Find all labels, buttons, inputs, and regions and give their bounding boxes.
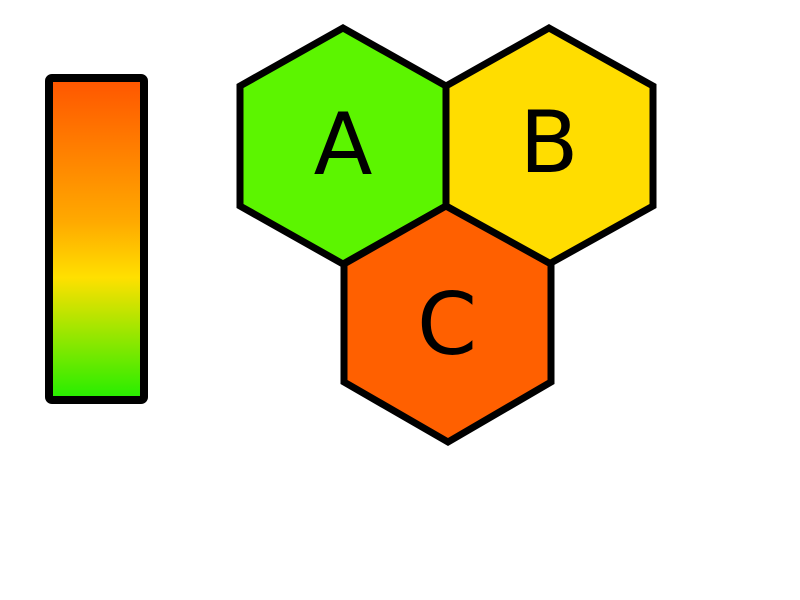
hexagon-c-label: C bbox=[417, 275, 477, 375]
hexagon-a-label: A bbox=[314, 95, 373, 195]
color-scale-bar bbox=[45, 74, 148, 404]
hexagon-b-label: B bbox=[520, 93, 579, 193]
hexagon-c: C bbox=[340, 201, 555, 447]
hexagon-b: B bbox=[442, 23, 657, 269]
